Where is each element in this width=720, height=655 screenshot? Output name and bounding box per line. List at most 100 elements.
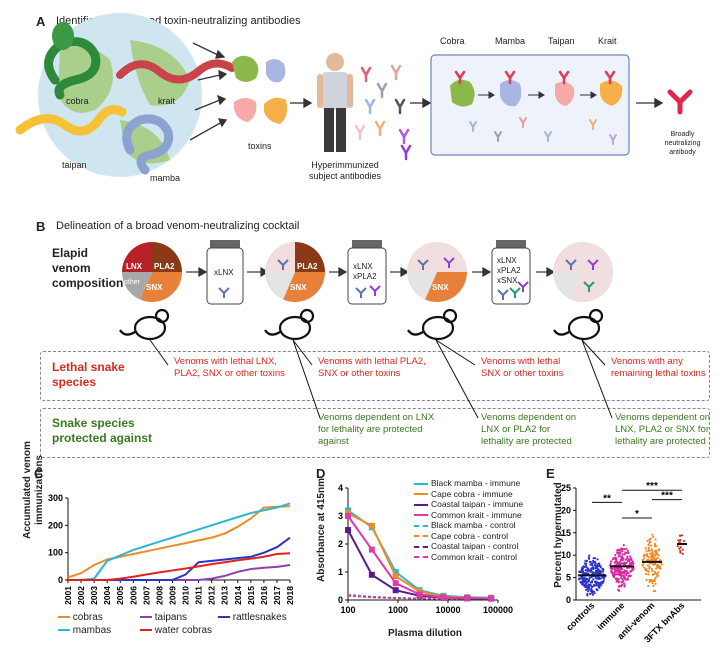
e-point-immune bbox=[612, 575, 615, 578]
e-point-immune bbox=[625, 569, 628, 573]
d-series-point-3 bbox=[392, 580, 399, 587]
e-point-immune bbox=[620, 585, 623, 588]
broadly-neutralizing-antibody-icon bbox=[667, 89, 693, 115]
d-legend-swatch bbox=[414, 503, 428, 506]
lethal-text-2: Venoms with lethal PLA2, SNX or other to… bbox=[318, 356, 426, 379]
e-y-tick-label: 15 bbox=[561, 528, 571, 538]
c-y-tick-label: 300 bbox=[48, 493, 63, 503]
e-point-anti-venom bbox=[660, 563, 663, 566]
toxin-shape bbox=[232, 55, 259, 82]
e-point-controls bbox=[588, 588, 591, 591]
e-point-controls bbox=[593, 590, 596, 593]
e-point-anti-venom bbox=[641, 558, 644, 561]
c-x-tick-label: 2013 bbox=[220, 586, 230, 605]
e-point-controls bbox=[588, 560, 591, 563]
e-point-anti-venom bbox=[650, 557, 653, 561]
d-legend-label: Common krait - control bbox=[431, 551, 517, 562]
e-point-controls bbox=[595, 588, 598, 591]
e-point-immune bbox=[621, 571, 624, 575]
protected-label: Snake species protected against bbox=[52, 416, 153, 445]
e-point-controls bbox=[601, 570, 605, 573]
vial2-text-1: xLNX bbox=[353, 262, 373, 271]
species-krait: Krait bbox=[598, 36, 617, 46]
c-x-tick-label: 2011 bbox=[194, 586, 204, 605]
e-point-3FTX-bnAbs bbox=[678, 547, 681, 550]
e-point-controls bbox=[593, 584, 596, 587]
e-point-controls bbox=[585, 577, 588, 580]
d-legend-label: Cape cobra - control bbox=[431, 530, 509, 541]
e-point-immune bbox=[618, 561, 621, 564]
c-y-tick-label: 0 bbox=[58, 575, 63, 585]
species-taipan: Taipan bbox=[548, 36, 575, 46]
e-point-immune bbox=[615, 580, 618, 583]
e-point-anti-venom bbox=[653, 578, 656, 581]
e-point-anti-venom bbox=[641, 564, 644, 567]
e-point-anti-venom bbox=[651, 533, 654, 536]
legend-mambas: mambas bbox=[72, 625, 112, 636]
mouse-icons bbox=[119, 308, 604, 341]
c-series-line-mambas bbox=[68, 502, 291, 581]
panel-b-letter: B bbox=[36, 219, 46, 234]
e-point-controls bbox=[583, 584, 586, 588]
e-point-immune bbox=[610, 566, 613, 570]
taipan-icon bbox=[15, 105, 127, 136]
e-point-anti-venom bbox=[654, 589, 657, 593]
legend-swatch-taipans bbox=[140, 616, 152, 619]
e-point-immune bbox=[624, 558, 627, 561]
e-point-3FTX-bnAbs bbox=[679, 550, 682, 553]
e-point-controls bbox=[586, 592, 589, 596]
c-x-tick-label: 2007 bbox=[141, 586, 151, 605]
d-legend-item: Black mamba - control bbox=[414, 520, 523, 531]
d-series-point-3 bbox=[464, 595, 471, 602]
c-x-tick-label: 2015 bbox=[246, 586, 256, 605]
d-y-tick-label: 3 bbox=[338, 511, 343, 521]
e-point-immune bbox=[625, 574, 628, 577]
e-point-anti-venom bbox=[645, 550, 648, 553]
e-point-immune bbox=[621, 577, 624, 581]
c-x-tick-label: 2008 bbox=[154, 586, 164, 605]
pie2-pla2: PLA2 bbox=[297, 262, 318, 271]
e-point-anti-venom bbox=[656, 566, 659, 569]
d-y-tick-label: 4 bbox=[338, 483, 343, 493]
snake-label-cobra: cobra bbox=[66, 96, 89, 106]
e-point-anti-venom bbox=[644, 567, 647, 570]
e-point-controls bbox=[587, 580, 590, 583]
e-point-anti-venom bbox=[655, 552, 659, 555]
d-legend-swatch bbox=[414, 556, 428, 559]
d-series-point-3 bbox=[440, 594, 447, 601]
toxin-shape bbox=[264, 97, 288, 124]
c-x-tick-label: 2002 bbox=[76, 586, 86, 605]
legend-swatch-cobras bbox=[58, 616, 70, 619]
venom-pie-4 bbox=[553, 242, 613, 302]
d-series-point-1 bbox=[368, 522, 375, 529]
e-point-anti-venom bbox=[653, 542, 657, 546]
e-point-anti-venom bbox=[654, 538, 657, 541]
vial1-text-1: xLNX bbox=[214, 268, 234, 277]
c-series-line-water-cobras bbox=[68, 552, 291, 581]
e-point-controls bbox=[599, 577, 602, 580]
e-point-immune bbox=[617, 570, 620, 574]
e-point-anti-venom bbox=[652, 535, 655, 539]
e-point-immune bbox=[613, 567, 616, 570]
d-series-point-2 bbox=[392, 587, 399, 594]
e-point-controls bbox=[583, 580, 587, 583]
vial3-text-3: xSNX bbox=[497, 276, 518, 285]
d-legend-swatch bbox=[414, 535, 428, 538]
d-y-tick-label: 1 bbox=[338, 567, 343, 577]
e-point-controls bbox=[584, 562, 588, 565]
e-point-immune bbox=[628, 563, 631, 566]
legend-swatch-water-cobras bbox=[140, 629, 152, 632]
e-point-anti-venom bbox=[650, 552, 653, 555]
e-point-immune bbox=[614, 558, 617, 561]
snake-label-taipan: taipan bbox=[62, 160, 87, 170]
e-point-anti-venom bbox=[643, 557, 646, 560]
e-y-tick-label: 25 bbox=[561, 483, 571, 493]
d-legend-item: Coastal taipan - control bbox=[414, 541, 523, 552]
d-series-point-0 bbox=[392, 569, 399, 575]
e-point-controls bbox=[587, 590, 590, 593]
e-point-3FTX-bnAbs bbox=[678, 541, 681, 544]
e-point-anti-venom bbox=[651, 562, 654, 565]
e-point-anti-venom bbox=[654, 576, 657, 579]
